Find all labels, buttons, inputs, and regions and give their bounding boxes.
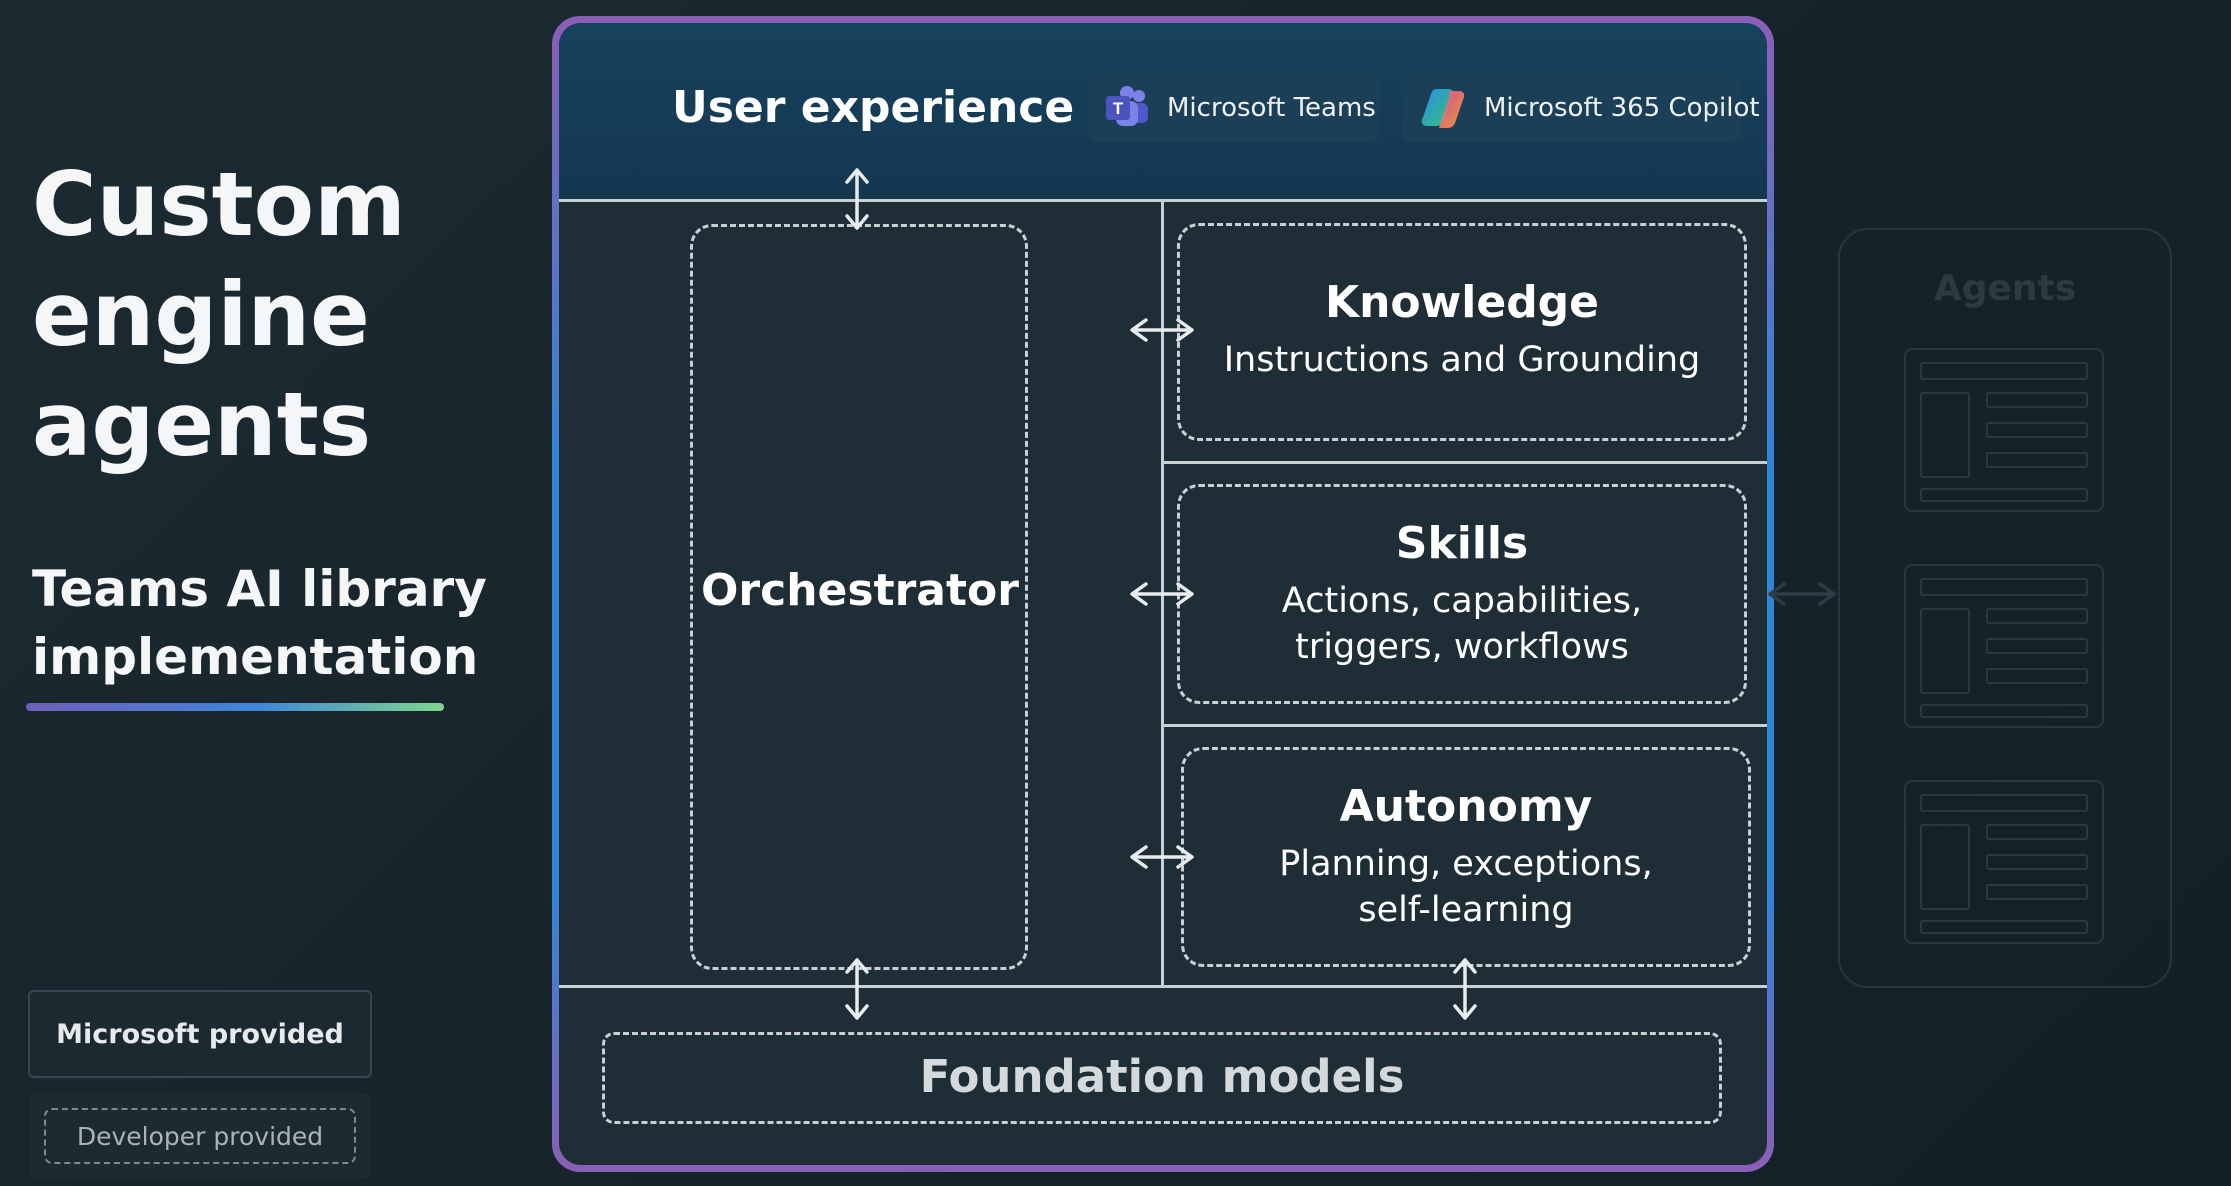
autonomy-title: Autonomy <box>1339 781 1593 832</box>
arrow-orchestrator-foundation <box>845 958 869 1020</box>
legend-developer-label: Developer provided <box>76 1121 324 1151</box>
legend-microsoft-provided: Microsoft provided <box>28 990 372 1078</box>
autonomy-text: Autonomy Planning, exceptions, self-lear… <box>1181 777 1751 933</box>
arrow-orchestrator-autonomy <box>1130 845 1194 869</box>
title-line-2: engine <box>32 263 370 366</box>
channel-teams-label: Microsoft Teams <box>1167 93 1376 123</box>
title-line-1: Custom <box>32 153 406 256</box>
agents-panel <box>1838 228 2172 988</box>
teams-icon: T <box>1106 86 1148 126</box>
legend-developer-background <box>30 1093 370 1179</box>
skills-title: Skills <box>1395 518 1529 569</box>
arrow-orchestrator-knowledge <box>1130 318 1194 342</box>
user-experience-title: User experience <box>672 82 1075 133</box>
knowledge-text: Knowledge Instructions and Grounding <box>1177 273 1747 383</box>
channel-microsoft-365-copilot: Microsoft 365 Copilot <box>1402 74 1760 142</box>
skills-text: Skills Actions, capabilities, triggers, … <box>1177 514 1747 670</box>
legend-developer-provided: Developer provided <box>44 1108 356 1164</box>
svg-text:T: T <box>1113 99 1124 118</box>
agent-card <box>1904 780 2104 944</box>
divider-skills-autonomy <box>1161 724 1767 727</box>
orchestrator-label: Orchestrator <box>701 565 1019 616</box>
arrow-ux-orchestrator <box>845 168 869 230</box>
knowledge-box <box>1177 223 1747 441</box>
channel-microsoft-teams: T Microsoft Teams <box>1087 74 1380 142</box>
channel-copilot-label: Microsoft 365 Copilot <box>1484 93 1760 123</box>
arrow-autonomy-foundation <box>1453 958 1477 1020</box>
subtitle: Teams AI library implementation <box>32 555 487 691</box>
foundation-models-label: Foundation models <box>919 1050 1405 1103</box>
legend-microsoft-label: Microsoft provided <box>56 1018 344 1050</box>
autonomy-desc-1: Planning, exceptions, <box>1279 844 1653 884</box>
subtitle-line-1: Teams AI library <box>32 560 487 618</box>
autonomy-desc-2: self-learning <box>1358 890 1574 930</box>
agent-card <box>1904 564 2104 728</box>
foundation-models-box <box>602 1032 1722 1124</box>
agent-card <box>1904 348 2104 512</box>
arrow-orchestrator-skills <box>1130 582 1194 606</box>
knowledge-title: Knowledge <box>1324 277 1600 328</box>
subtitle-underline <box>26 703 444 711</box>
title-line-3: agents <box>32 373 372 476</box>
copilot-icon <box>1421 89 1465 128</box>
agents-title: Agents <box>1933 268 2077 309</box>
skills-desc-2: triggers, workflows <box>1295 627 1629 667</box>
knowledge-desc: Instructions and Grounding <box>1223 340 1701 380</box>
divider-knowledge-skills <box>1161 461 1767 464</box>
subtitle-line-2: implementation <box>32 628 479 686</box>
arrow-frame-agents <box>1768 582 1836 606</box>
skills-desc-1: Actions, capabilities, <box>1281 581 1643 621</box>
